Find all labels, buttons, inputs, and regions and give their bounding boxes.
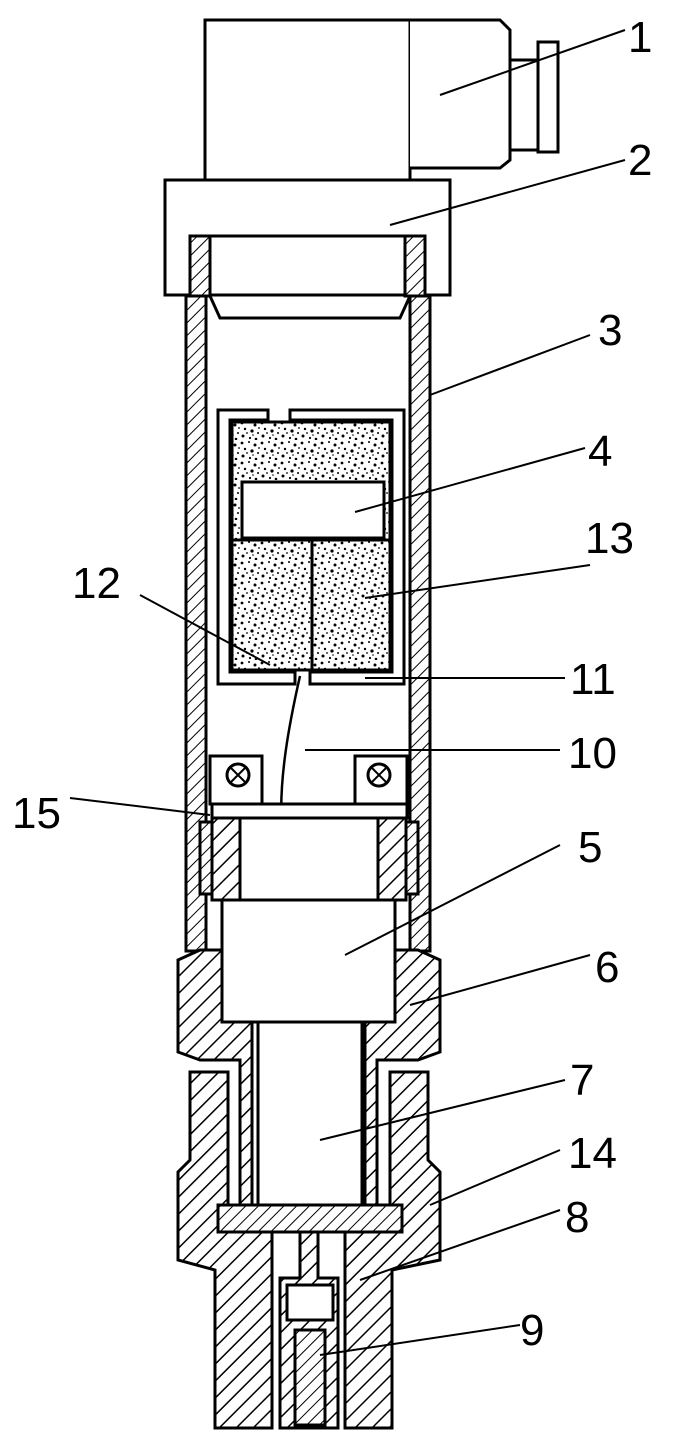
label-7: 7 <box>570 1056 594 1105</box>
label-14: 14 <box>568 1129 617 1178</box>
bracket <box>208 754 409 820</box>
throttle-plug <box>285 1283 335 1427</box>
label-1: 1 <box>628 13 652 62</box>
label-12: 12 <box>72 559 121 608</box>
label-11: 11 <box>570 655 616 704</box>
connector-head <box>203 18 560 182</box>
inner-cavity <box>256 1020 364 1207</box>
label-10: 10 <box>568 729 617 778</box>
label-15: 15 <box>12 789 61 838</box>
label-13: 13 <box>585 514 634 563</box>
pressure-port <box>176 1070 442 1430</box>
sensor-sleeve <box>198 816 420 902</box>
label-6: 6 <box>595 943 619 992</box>
label-3: 3 <box>598 306 622 355</box>
label-2: 2 <box>628 136 652 185</box>
label-9: 9 <box>520 1306 544 1355</box>
potting-right <box>310 538 392 672</box>
part-labels: 1 2 3 4 13 12 11 10 15 5 6 7 14 8 9 <box>12 13 652 1355</box>
leader-lines <box>69 29 626 1356</box>
label-4: 4 <box>588 427 612 476</box>
potting-left <box>230 538 314 672</box>
sensor-body <box>220 898 397 1024</box>
cap <box>163 178 452 320</box>
label-5: 5 <box>578 823 602 872</box>
board-frame <box>216 408 406 686</box>
label-8: 8 <box>565 1193 589 1242</box>
